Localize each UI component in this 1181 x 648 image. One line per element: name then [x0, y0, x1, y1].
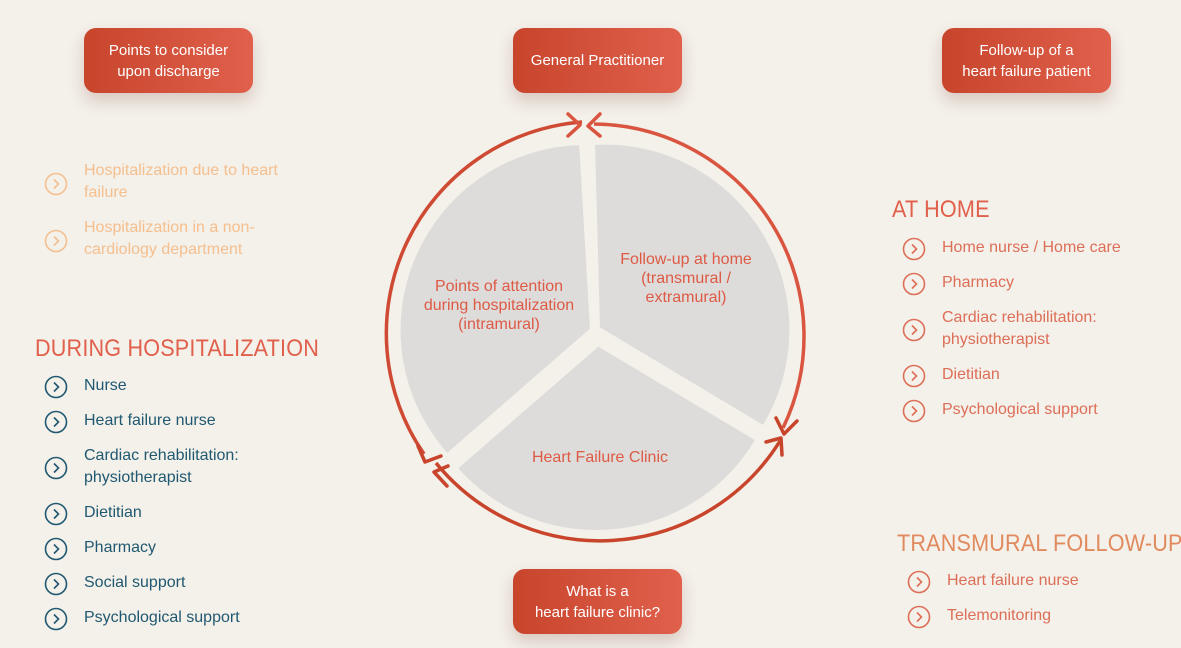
list-item[interactable]: Cardiac rehabilitation: physiotherapist [902, 307, 1172, 351]
list-item-label: Dietitian [84, 504, 142, 521]
chevron-right-circle-icon [44, 502, 68, 526]
list-item[interactable]: Heart failure nurse [907, 570, 1157, 594]
list-item[interactable]: Psychological support [902, 399, 1172, 423]
chevron-right-circle-icon [44, 375, 68, 399]
segment-intramural-label: Points of attention during hospitalizati… [423, 278, 575, 333]
during-hospitalization-heading: DURING HOSPITALIZATION [35, 335, 319, 362]
chevron-right-circle-icon [902, 272, 926, 296]
arrowhead-icon [432, 464, 450, 488]
list-item-label: Dietitian [942, 366, 1000, 383]
chevron-right-circle-icon [44, 572, 68, 596]
arrowhead-icon [764, 436, 784, 457]
arrowhead-icon [586, 112, 602, 138]
followup-patient-button-label: Follow-up of a heart failure patient [962, 41, 1091, 80]
segment-home[interactable] [588, 138, 796, 434]
list-item-label: Home nurse / Home care [942, 239, 1121, 256]
chevron-right-circle-icon [44, 172, 68, 196]
chevron-right-circle-icon [44, 607, 68, 631]
during-hospitalization-list: Nurse Heart failure nurse Cardiac rehabi… [44, 375, 344, 631]
list-item-label: Psychological support [942, 401, 1098, 418]
list-item[interactable]: Dietitian [902, 364, 1172, 388]
list-item[interactable]: Social support [44, 572, 344, 596]
chevron-right-circle-icon [44, 456, 68, 480]
arrowhead-icon [774, 416, 799, 436]
general-practitioner-button[interactable]: General Practitioner [513, 28, 682, 93]
segment-home-label: Follow-up at home (transmural / extramur… [620, 251, 752, 306]
list-item-label: Psychological support [84, 609, 240, 626]
list-item-label: Social support [84, 574, 186, 591]
cycle-arc-left [384, 120, 583, 455]
clinic-question-button-label: What is a heart failure clinic? [534, 582, 661, 621]
chevron-right-circle-icon [902, 318, 926, 342]
list-item-label: Cardiac rehabilitation: physiotherapist [942, 309, 1097, 348]
list-item[interactable]: Dietitian [44, 502, 344, 526]
discharge-button[interactable]: Points to consider upon discharge [84, 28, 253, 93]
chevron-right-circle-icon [44, 229, 68, 253]
chevron-right-circle-icon [902, 399, 926, 423]
list-item[interactable]: Hospitalization in a non- cardiology dep… [44, 217, 304, 261]
list-item[interactable]: Psychological support [44, 607, 344, 631]
general-practitioner-button-label: General Practitioner [530, 52, 665, 69]
segment-clinic-label: Heart Failure Clinic [531, 449, 669, 466]
chevron-right-circle-icon [907, 605, 931, 629]
at-home-list: Home nurse / Home care Pharmacy Cardiac … [902, 237, 1172, 423]
list-item-label: Cardiac rehabilitation: physiotherapist [84, 447, 239, 486]
list-item[interactable]: Pharmacy [902, 272, 1172, 296]
list-item[interactable]: Hospitalization due to heart failure [44, 160, 304, 204]
list-item[interactable]: Telemonitoring [907, 605, 1157, 629]
arrowhead-icon [566, 112, 582, 138]
list-item[interactable]: Pharmacy [44, 537, 344, 561]
clinic-question-button[interactable]: What is a heart failure clinic? [513, 569, 682, 634]
chevron-right-circle-icon [902, 237, 926, 261]
segment-clinic[interactable] [449, 339, 764, 536]
list-item-label: Nurse [84, 377, 127, 394]
list-item-label: Hospitalization due to heart failure [84, 162, 278, 201]
transmural-heading: TRANSMURAL FOLLOW-UP [897, 530, 1181, 557]
chevron-right-circle-icon [902, 364, 926, 388]
chevron-right-circle-icon [907, 570, 931, 594]
list-item[interactable]: Heart failure nurse [44, 410, 344, 434]
list-item-label: Heart failure nurse [84, 412, 216, 429]
discharge-button-label: Points to consider upon discharge [108, 41, 229, 80]
list-item-label: Heart failure nurse [947, 572, 1079, 589]
at-home-heading: AT HOME [892, 196, 990, 223]
chevron-right-circle-icon [44, 410, 68, 434]
list-item-label: Pharmacy [84, 539, 157, 556]
chevron-right-circle-icon [44, 537, 68, 561]
cycle-arc-right [593, 122, 806, 429]
cycle-arc-bottom [434, 440, 782, 543]
transmural-list: Heart failure nurse Telemonitoring [907, 570, 1157, 629]
segment-intramural[interactable] [394, 138, 597, 462]
arrowhead-icon [416, 444, 443, 464]
list-item-label: Pharmacy [942, 274, 1015, 291]
list-item[interactable]: Home nurse / Home care [902, 237, 1172, 261]
discharge-list: Hospitalization due to heart failure Hos… [44, 160, 304, 261]
list-item-label: Telemonitoring [947, 607, 1052, 624]
list-item[interactable]: Nurse [44, 375, 344, 399]
list-item[interactable]: Cardiac rehabilitation: physiotherapist [44, 445, 344, 489]
followup-patient-button[interactable]: Follow-up of a heart failure patient [942, 28, 1111, 93]
list-item-label: Hospitalization in a non- cardiology dep… [84, 219, 255, 258]
